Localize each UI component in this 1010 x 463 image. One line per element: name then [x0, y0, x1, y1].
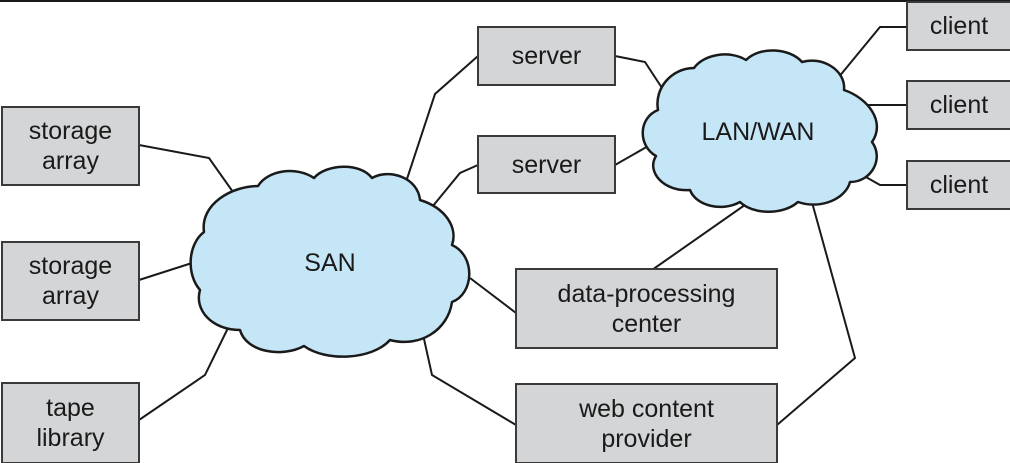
lan-wan-label: LAN/WAN — [701, 118, 815, 146]
tape-library-box: tape library — [1, 382, 140, 463]
server-1-label: server — [511, 42, 582, 70]
server-box-1: server — [477, 26, 616, 86]
link-data-processing-lanwan — [651, 199, 753, 271]
web-content-line-1: web content — [579, 394, 714, 423]
link-server-2-lanwan — [614, 144, 651, 166]
web-content-line-2: provider — [601, 424, 692, 453]
storage-array-2-line-1: storage — [28, 252, 113, 280]
data-processing-line-1: data-processing — [557, 279, 736, 308]
lan-wan-cloud — [641, 49, 879, 213]
client-1-label: client — [929, 12, 989, 40]
storage-array-2-line-2: array — [42, 282, 99, 310]
link-web-content-lanwan — [776, 194, 857, 426]
storage-array-box-2: storage array — [1, 241, 140, 321]
web-content-provider-box: web content provider — [515, 383, 778, 463]
link-storage-array-1-san — [138, 144, 234, 193]
client-3-label: client — [929, 171, 989, 199]
storage-array-1-line-1: storage — [28, 117, 113, 145]
link-server-1-lanwan — [614, 55, 663, 89]
data-processing-center-box: data-processing center — [515, 268, 778, 349]
link-lanwan-client-1 — [837, 26, 907, 79]
tape-library-line-2: library — [36, 424, 105, 452]
link-san-server-2 — [427, 164, 479, 213]
san-cloud — [189, 165, 471, 358]
data-processing-line-2: center — [611, 309, 682, 338]
client-box-3: client — [906, 160, 1010, 210]
server-box-2: server — [477, 135, 616, 194]
server-2-label: server — [511, 150, 582, 179]
storage-array-1-line-2: array — [42, 147, 99, 175]
tape-library-line-1: tape — [46, 394, 95, 422]
storage-array-box-1: storage array — [1, 106, 140, 186]
client-box-1: client — [906, 1, 1010, 51]
link-storage-array-2-san — [138, 262, 193, 281]
link-san-web-content — [421, 329, 517, 426]
client-2-label: client — [929, 91, 989, 119]
san-label: SAN — [304, 249, 356, 277]
link-san-data-processing — [469, 277, 517, 314]
client-box-2: client — [906, 80, 1010, 130]
link-san-server-1 — [404, 55, 479, 186]
link-tape-library-san — [138, 327, 229, 421]
